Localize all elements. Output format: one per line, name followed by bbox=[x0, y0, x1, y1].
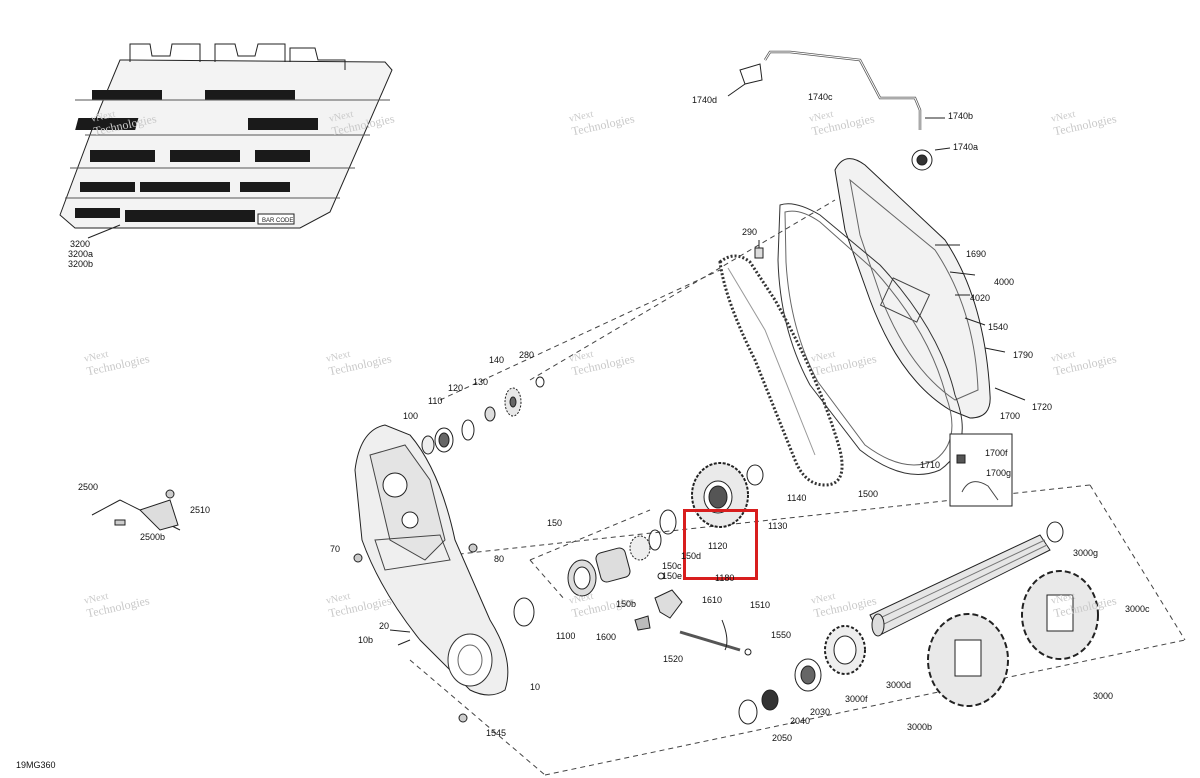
part-label: 2050 bbox=[772, 733, 793, 743]
part-label: 1180 bbox=[715, 573, 735, 583]
part-label: 3200b bbox=[68, 259, 94, 269]
part-label: 1510 bbox=[750, 600, 771, 610]
part-label: 1740a bbox=[953, 142, 979, 152]
drive-shaft bbox=[869, 521, 1064, 637]
part-label: 2500 bbox=[78, 482, 99, 492]
alignment-lines bbox=[404, 199, 1186, 776]
part-label: 140 bbox=[489, 355, 505, 365]
part-label: 2500b bbox=[140, 532, 166, 542]
part-label: 1550 bbox=[771, 630, 792, 640]
bolt-290 bbox=[754, 240, 764, 259]
track-sprockets bbox=[927, 570, 1099, 707]
hardware-left bbox=[353, 543, 478, 723]
diagram-code: 19MG360 bbox=[16, 760, 56, 770]
part-label: 70 bbox=[330, 544, 341, 554]
part-label: 150b bbox=[616, 599, 637, 609]
brake-line-assembly bbox=[727, 50, 951, 171]
part-label: 1100 bbox=[556, 631, 576, 641]
part-label: 1690 bbox=[966, 249, 987, 259]
part-label: 1540 bbox=[988, 322, 1009, 332]
part-label: 1140 bbox=[787, 493, 807, 503]
part-label: 1700g bbox=[986, 468, 1012, 478]
part-label: 100 bbox=[403, 411, 419, 421]
part-label: 10 bbox=[530, 682, 541, 692]
upper-shaft-parts bbox=[421, 376, 545, 455]
part-label: 1700f bbox=[985, 448, 1008, 458]
drive-chain bbox=[718, 254, 844, 487]
part-label: 3200 bbox=[70, 239, 91, 249]
part-label: 1740d bbox=[692, 95, 718, 105]
part-label: 4000 bbox=[994, 277, 1015, 287]
part-label: 80 bbox=[494, 554, 505, 564]
part-label: 1790 bbox=[1013, 350, 1034, 360]
part-label: 1710 bbox=[920, 460, 941, 470]
part-label: 3000g bbox=[1073, 548, 1099, 558]
part-label: 3200a bbox=[68, 249, 94, 259]
part-label: 3000c bbox=[1125, 604, 1150, 614]
part-label: 1545 bbox=[486, 728, 507, 738]
shaft-hardware bbox=[738, 625, 866, 725]
track-part: BAR CODE bbox=[59, 43, 393, 239]
part-label: 2030 bbox=[810, 707, 831, 717]
part-label: 1740c bbox=[808, 92, 833, 102]
bearing-group bbox=[513, 529, 662, 627]
part-label: 10b bbox=[358, 635, 374, 645]
part-label: 2510 bbox=[190, 505, 211, 515]
part-label: 120 bbox=[448, 383, 464, 393]
part-label: 150 bbox=[547, 518, 563, 528]
part-label: 2040 bbox=[790, 716, 811, 726]
bracket-2500 bbox=[91, 489, 181, 531]
part-label: 3000d bbox=[886, 680, 912, 690]
part-label: 3000b bbox=[907, 722, 933, 732]
part-label: 1720 bbox=[1032, 402, 1053, 412]
svg-text:BAR CODE: BAR CODE bbox=[262, 218, 293, 224]
part-label: 130 bbox=[473, 377, 489, 387]
part-label: 1700 bbox=[1000, 411, 1021, 421]
tensioner-assembly bbox=[634, 572, 752, 656]
part-label: 1130 bbox=[768, 521, 788, 531]
part-label: 150e bbox=[662, 571, 683, 581]
part-label: 3000f bbox=[845, 694, 868, 704]
part-label: 1500 bbox=[858, 489, 879, 499]
part-label: 110 bbox=[428, 396, 443, 406]
chaincase-cover bbox=[834, 158, 1026, 419]
part-label: 3000 bbox=[1093, 691, 1114, 701]
highlight-box bbox=[683, 509, 758, 580]
part-label: 4020 bbox=[970, 293, 991, 303]
part-label: 1520 bbox=[663, 654, 684, 664]
chaincase-housing bbox=[354, 424, 509, 696]
part-label: 1740b bbox=[948, 111, 974, 121]
part-label: 20 bbox=[379, 621, 390, 631]
detail-box bbox=[949, 433, 1013, 507]
part-label: 1610 bbox=[702, 595, 723, 605]
part-label: 1600 bbox=[596, 632, 617, 642]
part-label: 280 bbox=[519, 350, 535, 360]
part-label: 290 bbox=[742, 227, 758, 237]
part-label: 150d bbox=[681, 551, 702, 561]
part-label: 150c bbox=[662, 561, 682, 571]
part-label: 1120 bbox=[708, 541, 728, 551]
